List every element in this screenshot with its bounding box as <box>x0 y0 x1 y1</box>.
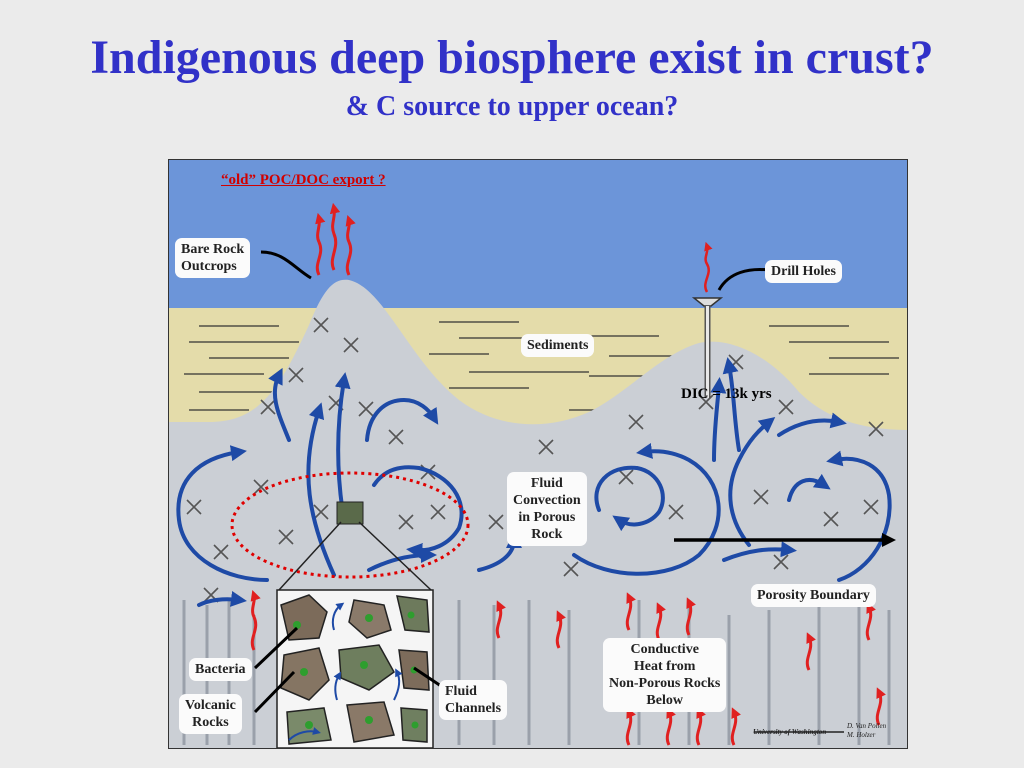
slide-subtitle: & C source to upper ocean? <box>345 91 679 122</box>
label-fluid-convection: Fluid Convection in Porous Rock <box>507 472 587 546</box>
outcrop-pointer <box>260 250 312 280</box>
credit-institution: University of Washington <box>753 728 827 736</box>
inset-flow-arrows <box>288 602 403 741</box>
sample-marker <box>336 501 364 525</box>
export-note: “old” POC/DOC export ? <box>221 172 386 188</box>
crust-diagram: “old” POC/DOC export ? Bare Rock Outcrop… <box>168 159 908 749</box>
highlight-ellipse <box>230 471 470 579</box>
export-arrows <box>315 202 356 276</box>
label-bare-rock: Bare Rock Outcrops <box>175 238 251 278</box>
ocean <box>169 160 907 310</box>
convection-arrows <box>176 357 892 607</box>
slide-title: Indigenous deep biosphere exist in crust… <box>90 31 934 84</box>
label-porosity-boundary: Porosity Boundary <box>751 584 876 607</box>
label-fluid-channels: Fluid Channels <box>439 680 508 720</box>
drill-hole-funnel <box>691 297 724 307</box>
drill-hole-pointer <box>717 268 770 291</box>
diagram-graphic <box>169 160 907 748</box>
label-drill-holes: Drill Holes <box>765 260 842 283</box>
dic-note: DIC = 13k yrs <box>681 386 772 402</box>
label-bacteria: Bacteria <box>189 658 252 681</box>
label-conductive-heat: Conductive Heat from Non-Porous Rocks Be… <box>603 638 727 712</box>
label-volcanic-rocks: Volcanic Rocks <box>179 694 242 734</box>
heat-arrows <box>250 590 886 746</box>
label-sediments: Sediments <box>521 334 595 357</box>
credit-authors: D. Van Pollen M. Holzer <box>847 722 887 739</box>
